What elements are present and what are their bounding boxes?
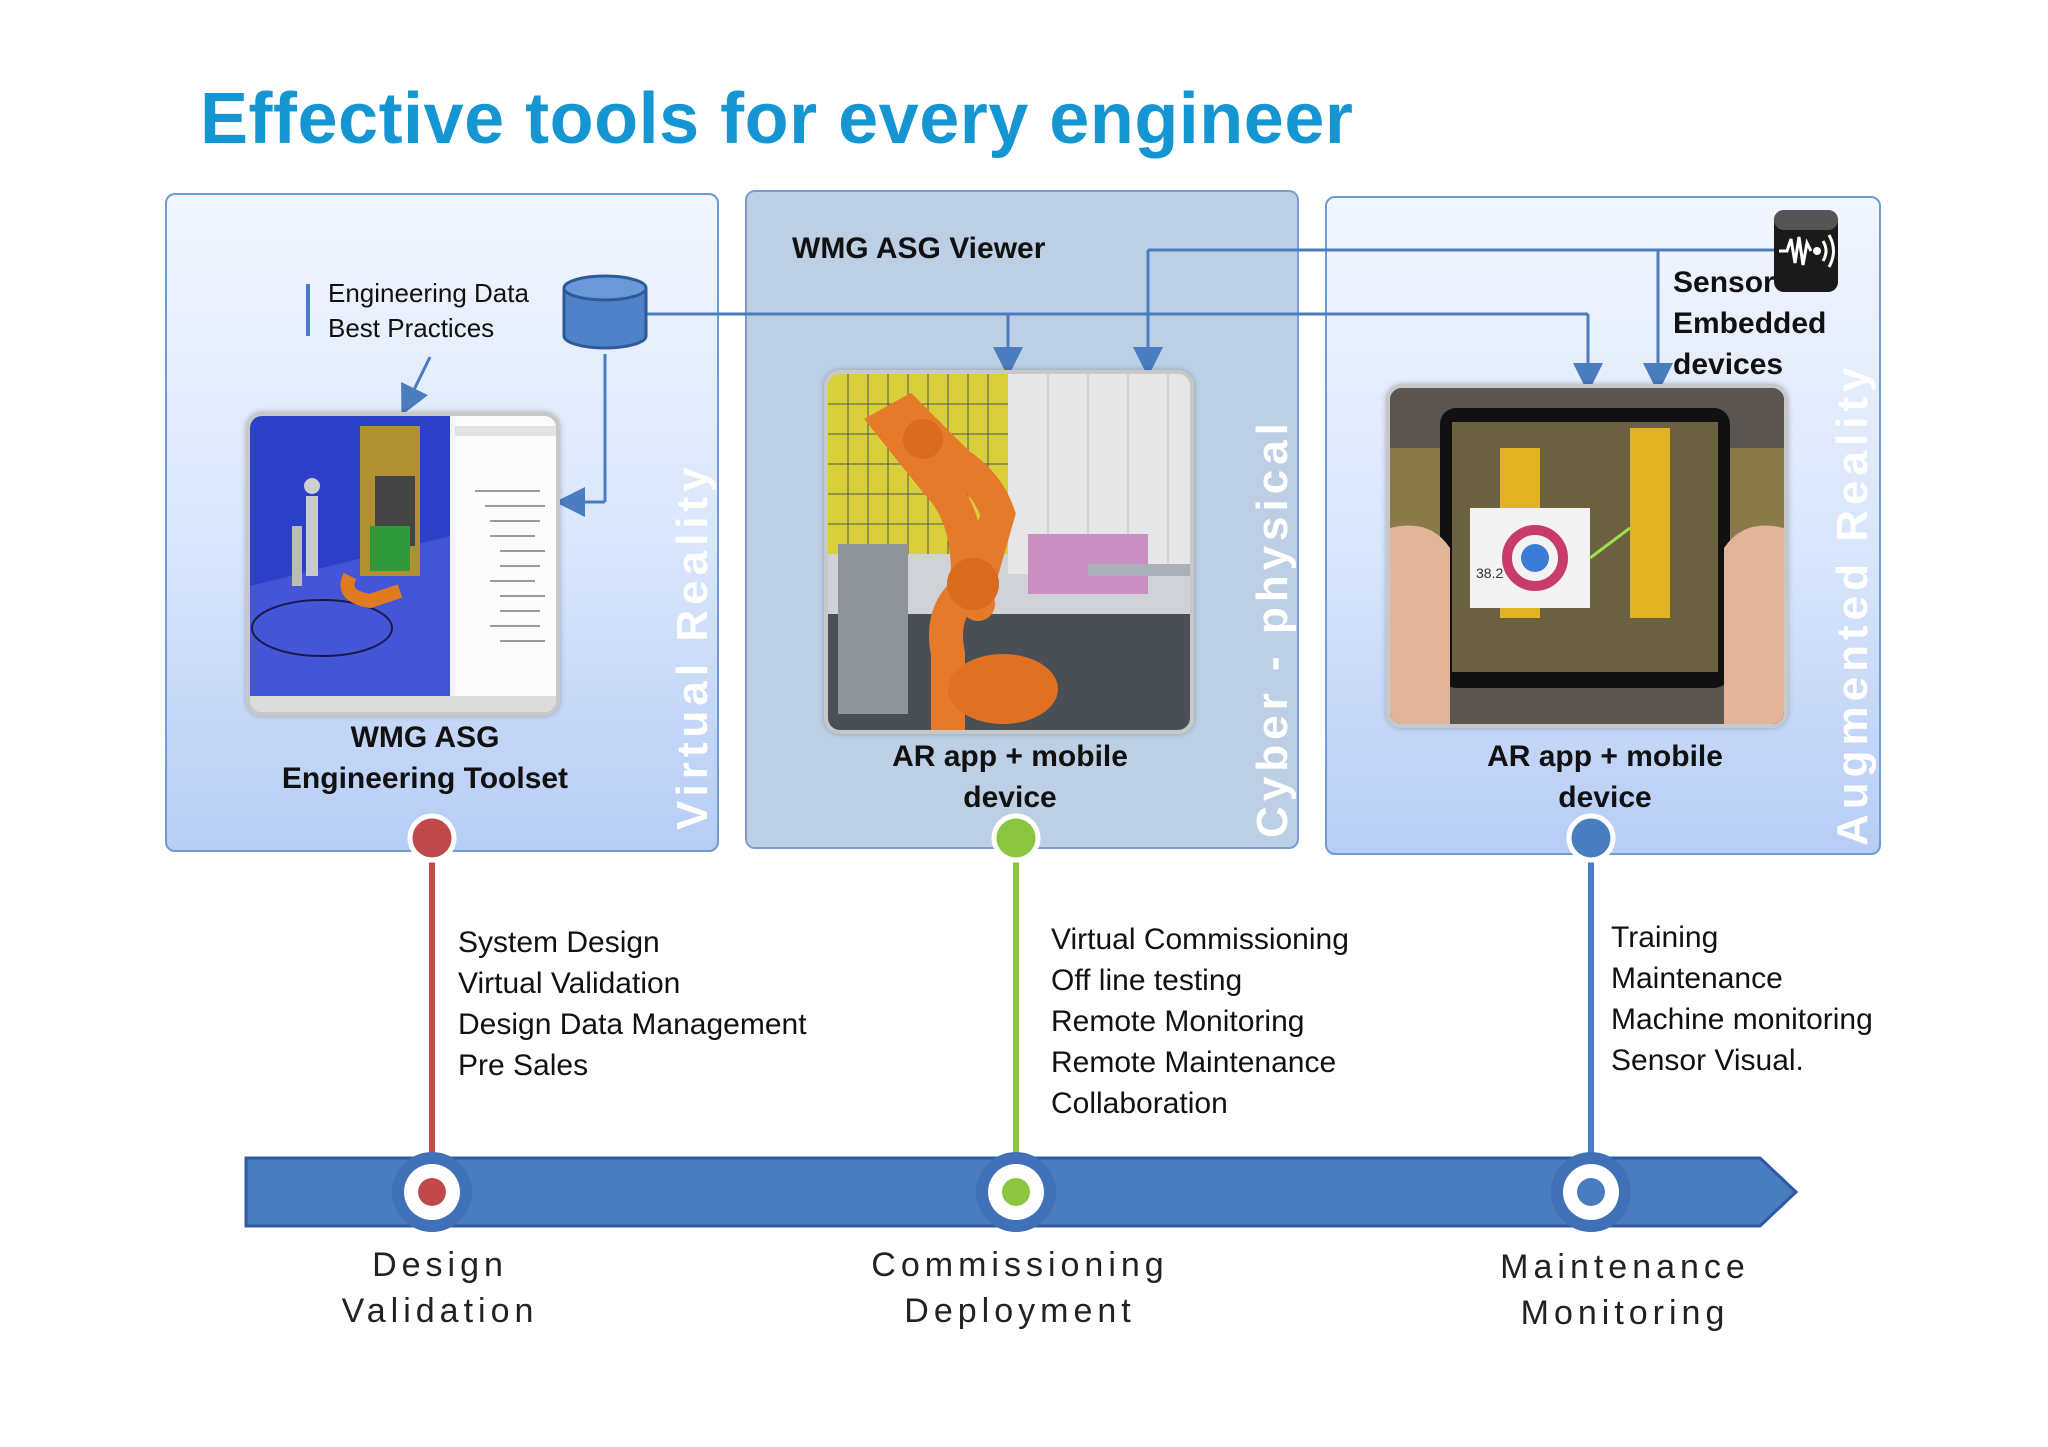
list-item: Virtual Commissioning <box>1051 923 1349 956</box>
design-activity-list: System Design Virtual Validation Design … <box>458 922 807 1086</box>
stage-label: Monitoring <box>1520 1294 1730 1332</box>
stage-maintenance-monitoring: Maintenance Monitoring <box>1445 1244 1805 1336</box>
stage-commissioning-deployment: Commissioning Deployment <box>840 1242 1200 1334</box>
stage-label: Deployment <box>904 1292 1136 1330</box>
maintenance-dot <box>1577 1178 1605 1206</box>
augmented-caption-line1: AR app + mobile <box>1487 740 1723 773</box>
sensor-wave-icon <box>1774 210 1838 292</box>
design-dot <box>418 1178 446 1206</box>
list-item: Training <box>1611 921 1719 954</box>
list-item: Remote Maintenance <box>1051 1046 1337 1079</box>
list-item: Virtual Validation <box>458 967 681 1000</box>
commissioning-activity-list: Virtual Commissioning Off line testing R… <box>1051 919 1349 1124</box>
toolset-scene-illustration <box>250 416 556 712</box>
sensor-label-line2: Embedded <box>1673 307 1827 340</box>
best-practices-label: Best Practices <box>328 313 495 343</box>
stage-label: Design <box>372 1246 508 1284</box>
maintenance-top-node <box>1566 813 1616 863</box>
cyber-caption-line2: device <box>963 781 1057 814</box>
stage-label: Validation <box>341 1292 539 1330</box>
sensor-label-line3: devices <box>1673 348 1784 381</box>
stage-design-validation: Design Validation <box>300 1242 580 1334</box>
design-top-node <box>407 813 457 863</box>
list-item: Machine monitoring <box>1611 1003 1873 1036</box>
maintenance-activity-list: Training Maintenance Machine monitoring … <box>1611 917 1873 1081</box>
stage-label: Commissioning <box>871 1246 1169 1284</box>
database-icon <box>562 274 648 350</box>
toolset-caption-line2: Engineering Toolset <box>281 762 569 795</box>
cyber-caption-line1: AR app + mobile <box>892 740 1128 773</box>
list-item: Maintenance <box>1611 962 1783 995</box>
viewer-heading: WMG ASG Viewer <box>792 232 1046 265</box>
page-title: Effective tools for every engineer <box>200 79 1354 159</box>
ar-viewer-robot-image <box>824 370 1194 734</box>
engineering-data-label: Engineering Data <box>328 278 529 308</box>
list-item: Remote Monitoring <box>1051 1005 1305 1038</box>
list-item: Pre Sales <box>458 1049 589 1082</box>
commissioning-dot <box>1002 1178 1030 1206</box>
sensor-label-line1: Sensor <box>1673 266 1775 299</box>
list-item: Collaboration <box>1051 1087 1228 1120</box>
list-item: Design Data Management <box>458 1008 807 1041</box>
list-item: Sensor Visual. <box>1611 1044 1804 1077</box>
industrial-robot-illustration <box>828 374 1190 730</box>
augmented-caption-line2: device <box>1558 781 1652 814</box>
toolset-caption-line1: WMG ASG <box>350 721 500 754</box>
tablet-in-factory-illustration: 38.2 <box>1390 388 1784 724</box>
list-item: System Design <box>458 926 660 959</box>
tablet-reading: 38.2 <box>1476 565 1503 581</box>
stage-label: Maintenance <box>1500 1248 1750 1286</box>
sensor-label: Sensor Embedded devices <box>1673 262 1826 385</box>
engineering-toolset-screenshot <box>246 412 560 716</box>
list-item: Off line testing <box>1051 964 1243 997</box>
ar-tablet-image: 38.2 <box>1386 384 1788 728</box>
commissioning-top-node <box>991 813 1041 863</box>
